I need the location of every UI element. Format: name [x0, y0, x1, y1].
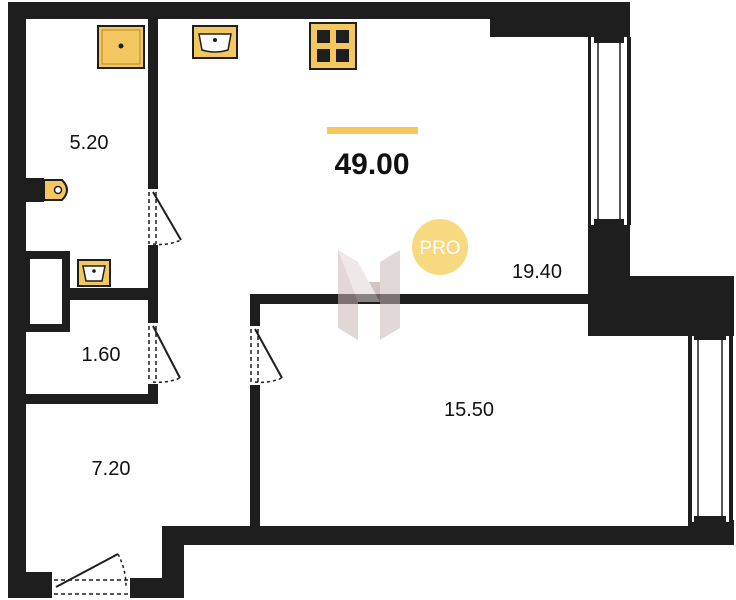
wall-top — [8, 2, 630, 19]
watermark-logo-icon — [338, 250, 400, 340]
wall-wc-hall — [26, 394, 158, 404]
room-area-bathroom: 5.20 — [70, 132, 109, 154]
room-area-hallway: 7.20 — [92, 458, 131, 480]
small-sink-icon — [77, 259, 111, 287]
wall-right-lower-a — [688, 336, 692, 522]
wall-bedroom-top — [250, 294, 590, 304]
wall-right-upper-a — [588, 37, 592, 225]
stove-icon — [309, 22, 357, 70]
wall-bedroom-left-lower — [250, 385, 260, 530]
shaft — [22, 251, 70, 332]
shower-tray-icon — [97, 25, 145, 69]
total-area-accent-bar — [327, 127, 418, 134]
room-area-bedroom: 15.50 — [444, 399, 494, 421]
walls — [8, 2, 734, 598]
door-wc — [148, 323, 181, 384]
wall-top-right-block — [490, 2, 630, 37]
room-area-kitchen-living: 19.40 — [512, 261, 562, 283]
door-bedroom — [250, 326, 283, 385]
toilet-icon — [26, 178, 68, 202]
pro-badge-text: PRO — [419, 238, 460, 259]
wall-bottom — [162, 526, 734, 545]
door-bathroom — [148, 189, 182, 246]
pro-badge: PRO — [412, 219, 468, 275]
door-entrance — [52, 553, 130, 598]
window-bedroom — [692, 334, 729, 522]
wall-right-lower-b — [729, 336, 733, 522]
wall-bottom-entrance-right — [130, 578, 184, 598]
window-kitchen — [591, 37, 627, 225]
washbasin-icon — [192, 25, 238, 59]
room-area-wc: 1.60 — [82, 344, 121, 366]
wall-partition-upper — [148, 19, 158, 189]
total-area: 49.00 — [334, 148, 409, 181]
wall-bath-bottom-sink — [66, 288, 158, 298]
wall-right-upper-b — [627, 37, 631, 225]
wall-partition-mid — [148, 245, 158, 323]
wall-bottom-entrance-left — [8, 572, 52, 598]
wall-right-step — [588, 276, 734, 336]
wall-bedroom-left-upper — [250, 294, 260, 326]
wall-left — [8, 2, 26, 577]
